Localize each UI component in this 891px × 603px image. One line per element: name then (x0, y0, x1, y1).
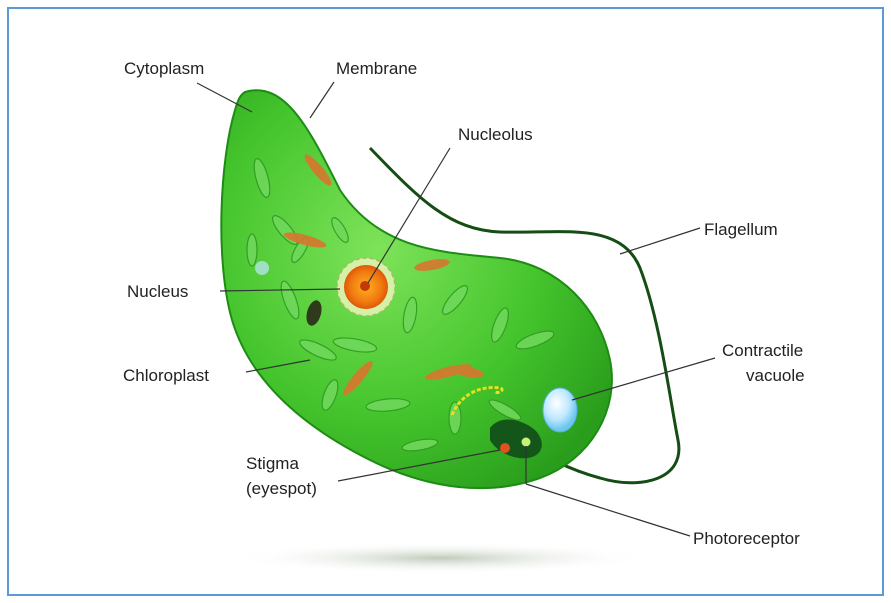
label-contractile-line1: Contractile (722, 341, 803, 360)
label-flagellum: Flagellum (704, 220, 778, 239)
label-stigma-line2: (eyespot) (246, 479, 317, 498)
label-chloroplast: Chloroplast (123, 366, 209, 385)
label-nucleus: Nucleus (127, 282, 188, 301)
label-cytoplasm: Cytoplasm (124, 59, 204, 78)
contractile-vacuole (543, 388, 577, 432)
label-stigma-line1: Stigma (246, 454, 299, 473)
label-membrane: Membrane (336, 59, 417, 78)
cell-shadow (230, 542, 650, 574)
photoreceptor (522, 438, 531, 447)
label-nucleolus: Nucleolus (458, 125, 533, 144)
stigma (500, 443, 510, 453)
label-contractile-line2: vacuole (746, 366, 805, 385)
label-photoreceptor: Photoreceptor (693, 529, 800, 548)
small-vesicle (255, 261, 269, 275)
